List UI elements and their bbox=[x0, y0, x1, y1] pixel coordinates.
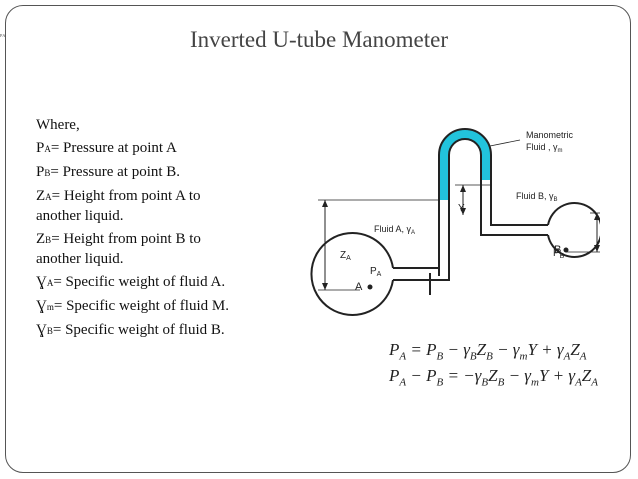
y-arrow-bottom bbox=[460, 208, 466, 215]
point-a-label: A bbox=[355, 281, 363, 293]
definitions-list: Where, PA= Pressure at point A PB= Press… bbox=[36, 116, 266, 341]
def-text: = Height from point A to bbox=[51, 188, 201, 204]
definition-gamma-m: Ɣm= Specific weight of fluid M. bbox=[36, 297, 266, 317]
definition-gamma-b: ƔB= Specific weight of fluid B. bbox=[36, 321, 266, 341]
manometric-fluid-label: Manometric bbox=[526, 130, 574, 140]
definition-zb: ZB= Height from point B to bbox=[36, 230, 266, 250]
corner-mark: ᴾᴬ bbox=[0, 33, 6, 41]
def-subscript: m bbox=[46, 302, 54, 312]
point-b-marker bbox=[563, 247, 569, 253]
zb-arrow-top bbox=[594, 213, 600, 220]
def-subscript: B bbox=[46, 326, 53, 336]
def-symbol: P bbox=[36, 164, 45, 180]
manometer-diagram: Manometric Fluid , γm Fluid B, γB Fluid … bbox=[310, 128, 600, 316]
def-symbol: Ɣ bbox=[36, 274, 47, 290]
pipe-a bbox=[393, 200, 450, 281]
def-symbol: Ɣ bbox=[36, 298, 47, 314]
slide-frame bbox=[5, 5, 631, 473]
pa-label: PA bbox=[370, 266, 382, 278]
def-subscript: A bbox=[45, 192, 52, 202]
def-symbol: Z bbox=[36, 188, 46, 204]
definition-za: ZA= Height from point A to bbox=[36, 187, 266, 207]
za-arrow-bottom bbox=[322, 283, 328, 290]
equation-2: PA − PB = −γBZB − γmY + γAZA bbox=[389, 366, 598, 389]
pb-label: PB bbox=[553, 248, 565, 260]
point-a-marker bbox=[367, 284, 373, 290]
equation-1: PA = PB − γBZB − γmY + γAZA bbox=[389, 340, 587, 363]
bulb-a bbox=[310, 232, 394, 316]
def-text: = Pressure at point B. bbox=[50, 164, 181, 180]
bulb-b bbox=[547, 202, 600, 258]
def-text: = Specific weight of fluid B. bbox=[52, 322, 225, 338]
def-symbol: Z bbox=[36, 231, 46, 247]
def-text: = Pressure at point A bbox=[50, 140, 177, 156]
definition-zb-cont: another liquid. bbox=[36, 251, 124, 267]
y-label: Y bbox=[458, 203, 465, 214]
tube-outer-wall bbox=[429, 128, 548, 295]
definition-pb: PB= Pressure at point B. bbox=[36, 163, 266, 183]
point-b-label: B bbox=[554, 244, 561, 256]
tube-inner-wall bbox=[448, 138, 548, 276]
def-subscript: A bbox=[44, 144, 51, 154]
definition-pa: PA= Pressure at point A bbox=[36, 139, 266, 159]
za-label: ZA bbox=[340, 250, 351, 262]
def-text: = Height from point B to bbox=[51, 231, 201, 247]
fluid-b-label: Fluid B, γB bbox=[516, 191, 558, 203]
def-subscript: A bbox=[46, 278, 54, 288]
def-subscript: B bbox=[45, 235, 52, 245]
where-label: Where, bbox=[36, 117, 80, 133]
def-text: = Specific weight of fluid A. bbox=[53, 274, 226, 290]
def-text: = Specific weight of fluid M. bbox=[53, 298, 229, 314]
manometric-fluid bbox=[439, 129, 491, 200]
def-symbol: P bbox=[36, 140, 45, 156]
definition-za-cont: another liquid. bbox=[36, 208, 124, 224]
fluid-a-label: Fluid A, γA bbox=[374, 224, 415, 236]
zb-arrow-bottom bbox=[594, 245, 600, 252]
slide-title: Inverted U-tube Manometer bbox=[189, 27, 448, 52]
za-arrow-top bbox=[322, 200, 328, 207]
definition-gamma-a: ƔA= Specific weight of fluid A. bbox=[36, 273, 266, 293]
manometric-leader bbox=[489, 139, 521, 147]
def-symbol: Ɣ bbox=[36, 322, 47, 338]
manometric-fluid-label-2: Fluid , γm bbox=[526, 142, 563, 154]
y-arrow-top bbox=[460, 185, 466, 192]
def-subscript: B bbox=[44, 168, 51, 178]
